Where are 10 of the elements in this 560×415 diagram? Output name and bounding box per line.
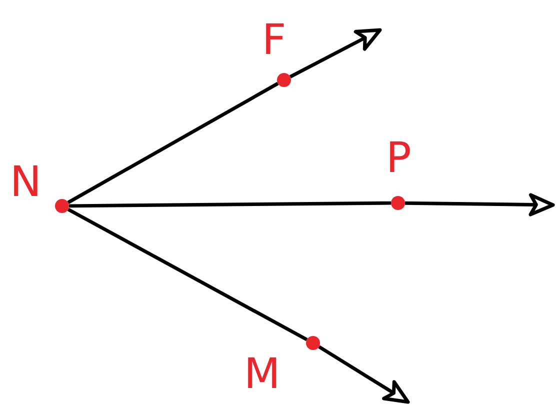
ray-arrow	[318, 345, 410, 404]
line-segment	[67, 208, 308, 342]
point-label: N	[10, 160, 42, 204]
ray-arrow	[289, 28, 382, 78]
point-label: P	[386, 136, 412, 180]
point-label: M	[244, 352, 280, 396]
line-segment	[68, 201, 392, 208]
line-segment	[67, 82, 279, 204]
ray-arrow	[404, 193, 555, 216]
point-label: F	[262, 18, 286, 62]
